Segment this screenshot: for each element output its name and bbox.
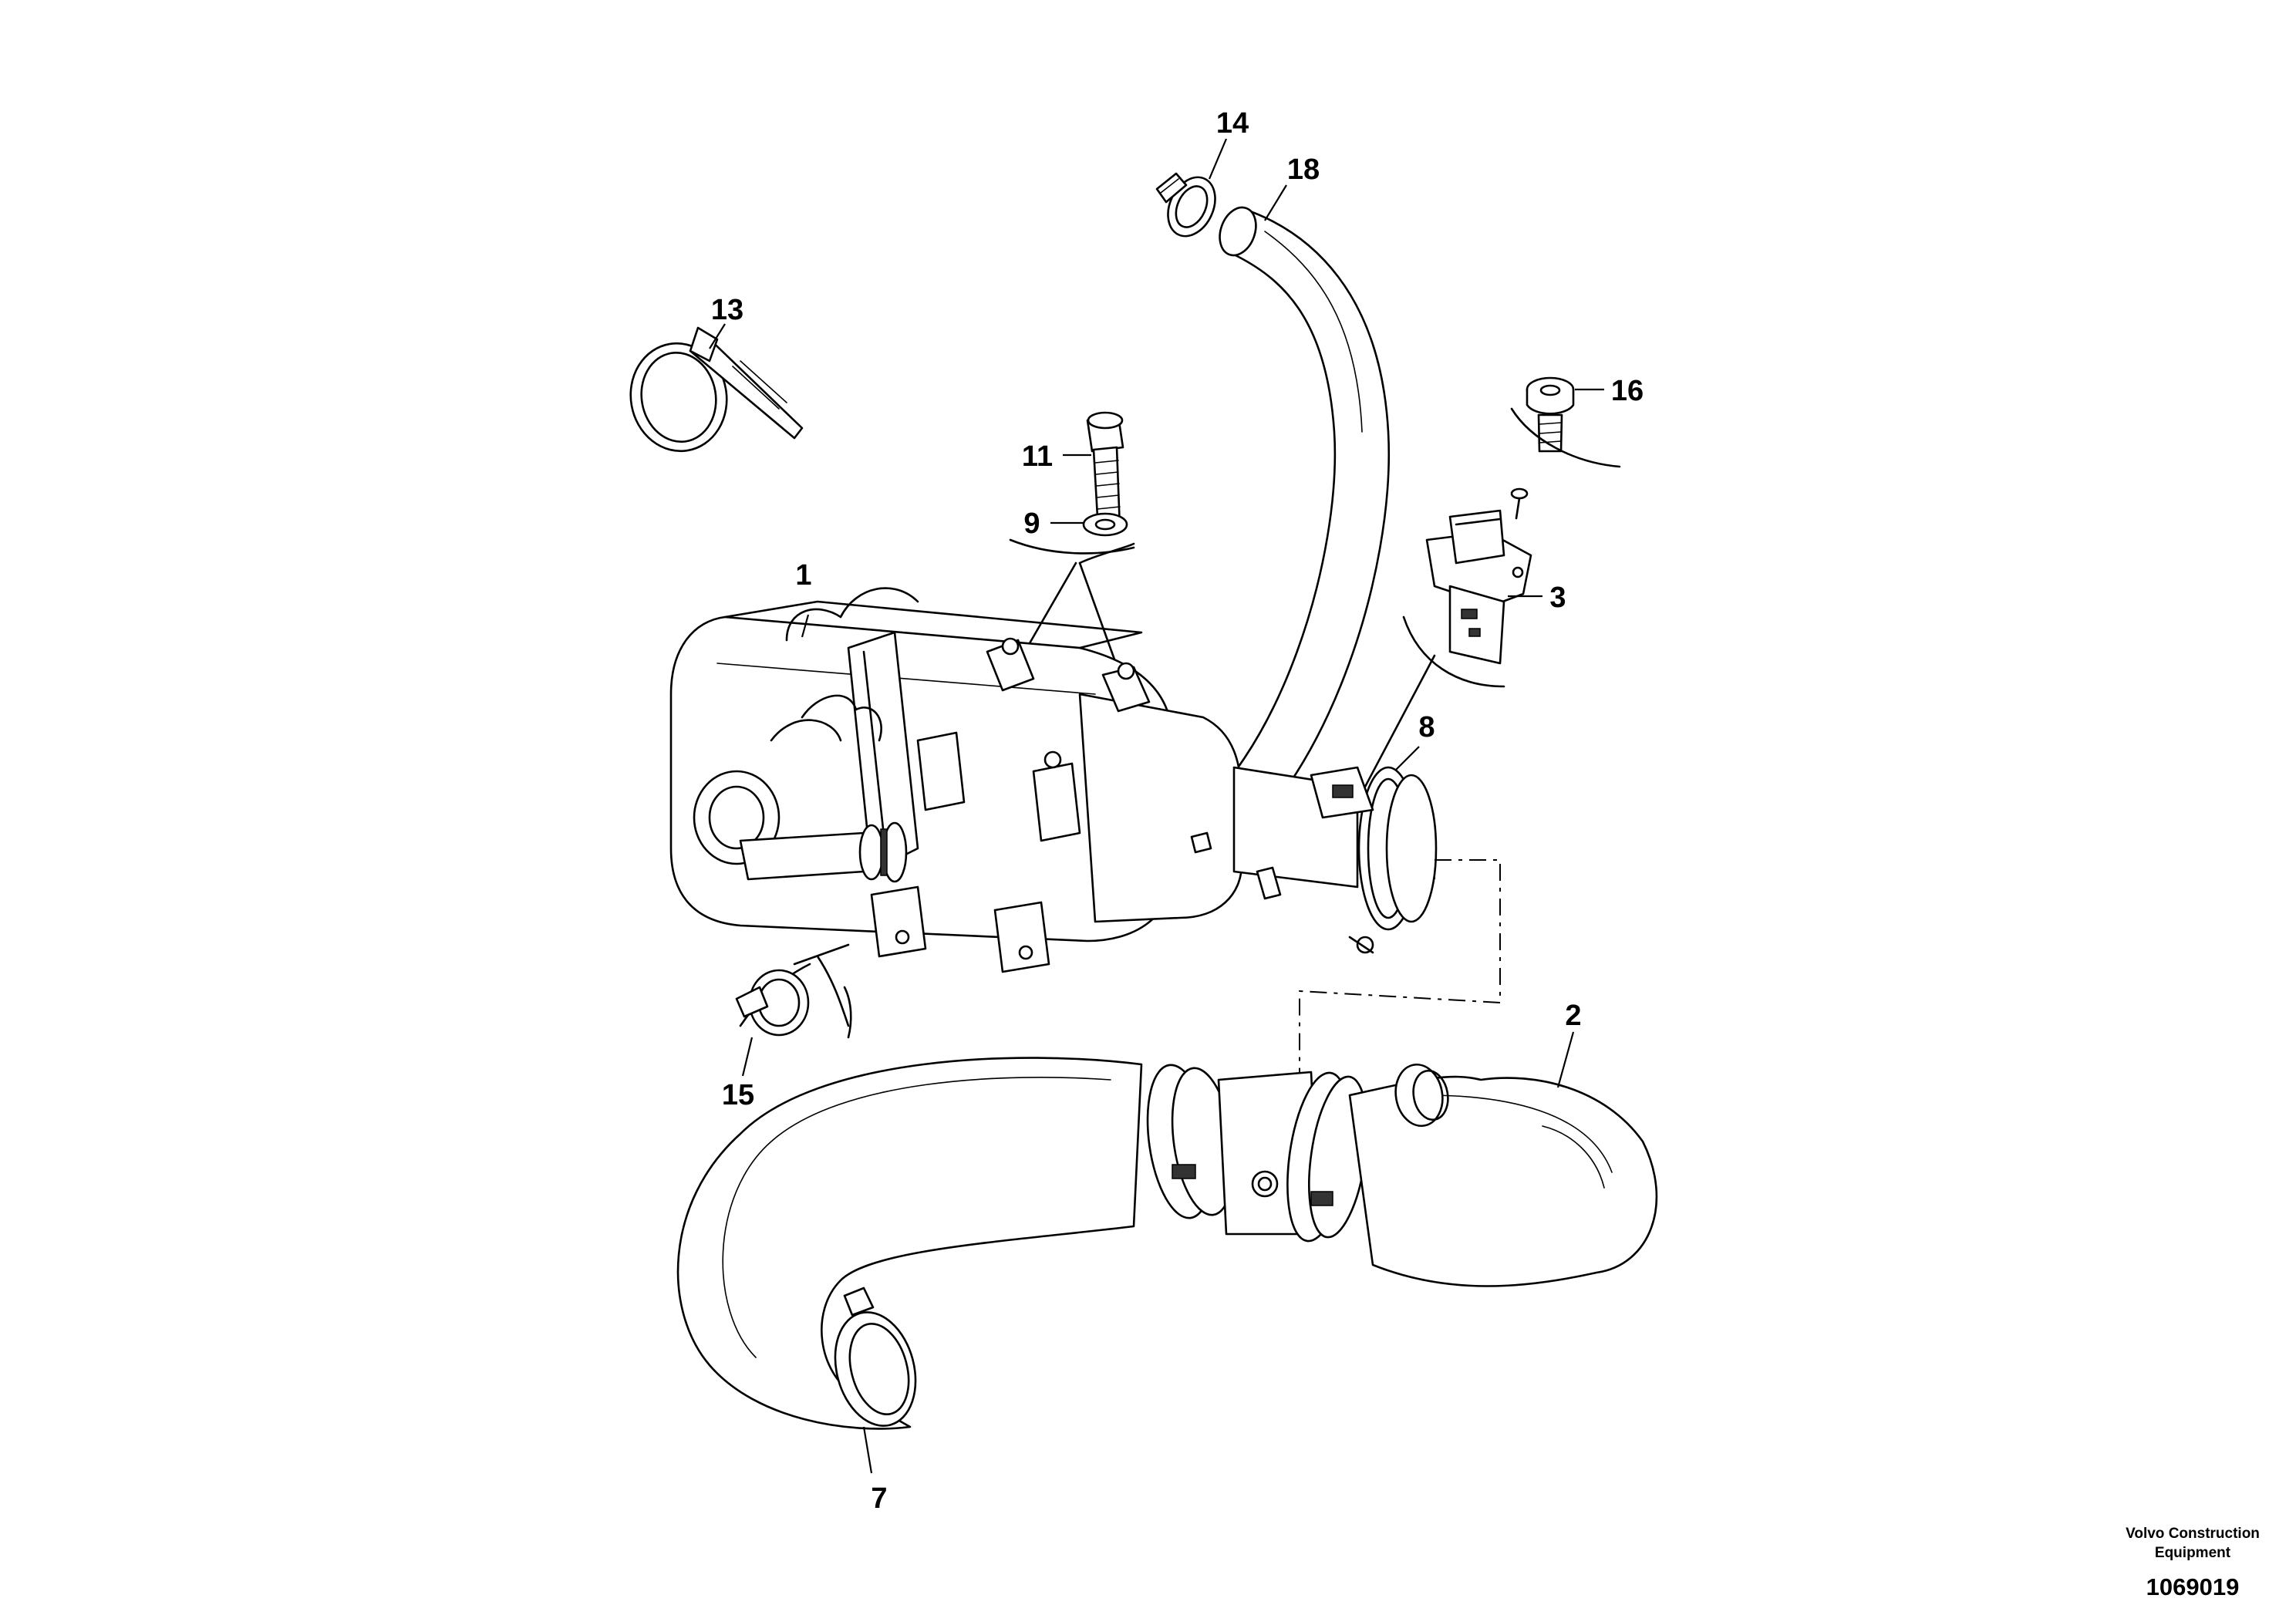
leader-lines: [709, 138, 1604, 1474]
callout-14: 14: [1216, 107, 1249, 140]
callout-7: 7: [871, 1482, 887, 1515]
hose-clamp-7: [834, 1286, 917, 1427]
hose-clamp-15: [735, 943, 852, 1039]
callout-1: 1: [795, 559, 811, 592]
brand-line-2: Equipment: [2155, 1545, 2231, 1561]
washer-9: [1082, 512, 1128, 537]
cable-tie-13: [629, 326, 804, 453]
callout-3: 3: [1549, 582, 1566, 614]
callout-9: 9: [1023, 508, 1040, 540]
heater-1: [669, 587, 1359, 973]
callout-13: 13: [711, 294, 743, 326]
small-screw: [1510, 487, 1529, 520]
brand-line-1: Volvo Construction: [2126, 1526, 2260, 1542]
pipe-clamp-8: [1310, 766, 1438, 954]
callout-15: 15: [722, 1079, 754, 1111]
callout-2: 2: [1565, 1000, 1581, 1032]
sensor-3: [1364, 509, 1532, 788]
callout-8: 8: [1418, 711, 1435, 744]
document-number: 1069019: [2146, 1573, 2240, 1600]
screw-16: [1510, 376, 1621, 468]
pipe-continuation: [1299, 859, 1501, 1114]
callout-11: 11: [1022, 440, 1053, 473]
callout-16: 16: [1611, 375, 1644, 407]
hose-2: [676, 1057, 1658, 1430]
hose-clamp-14: [1155, 172, 1216, 238]
callout-18: 18: [1287, 153, 1320, 186]
